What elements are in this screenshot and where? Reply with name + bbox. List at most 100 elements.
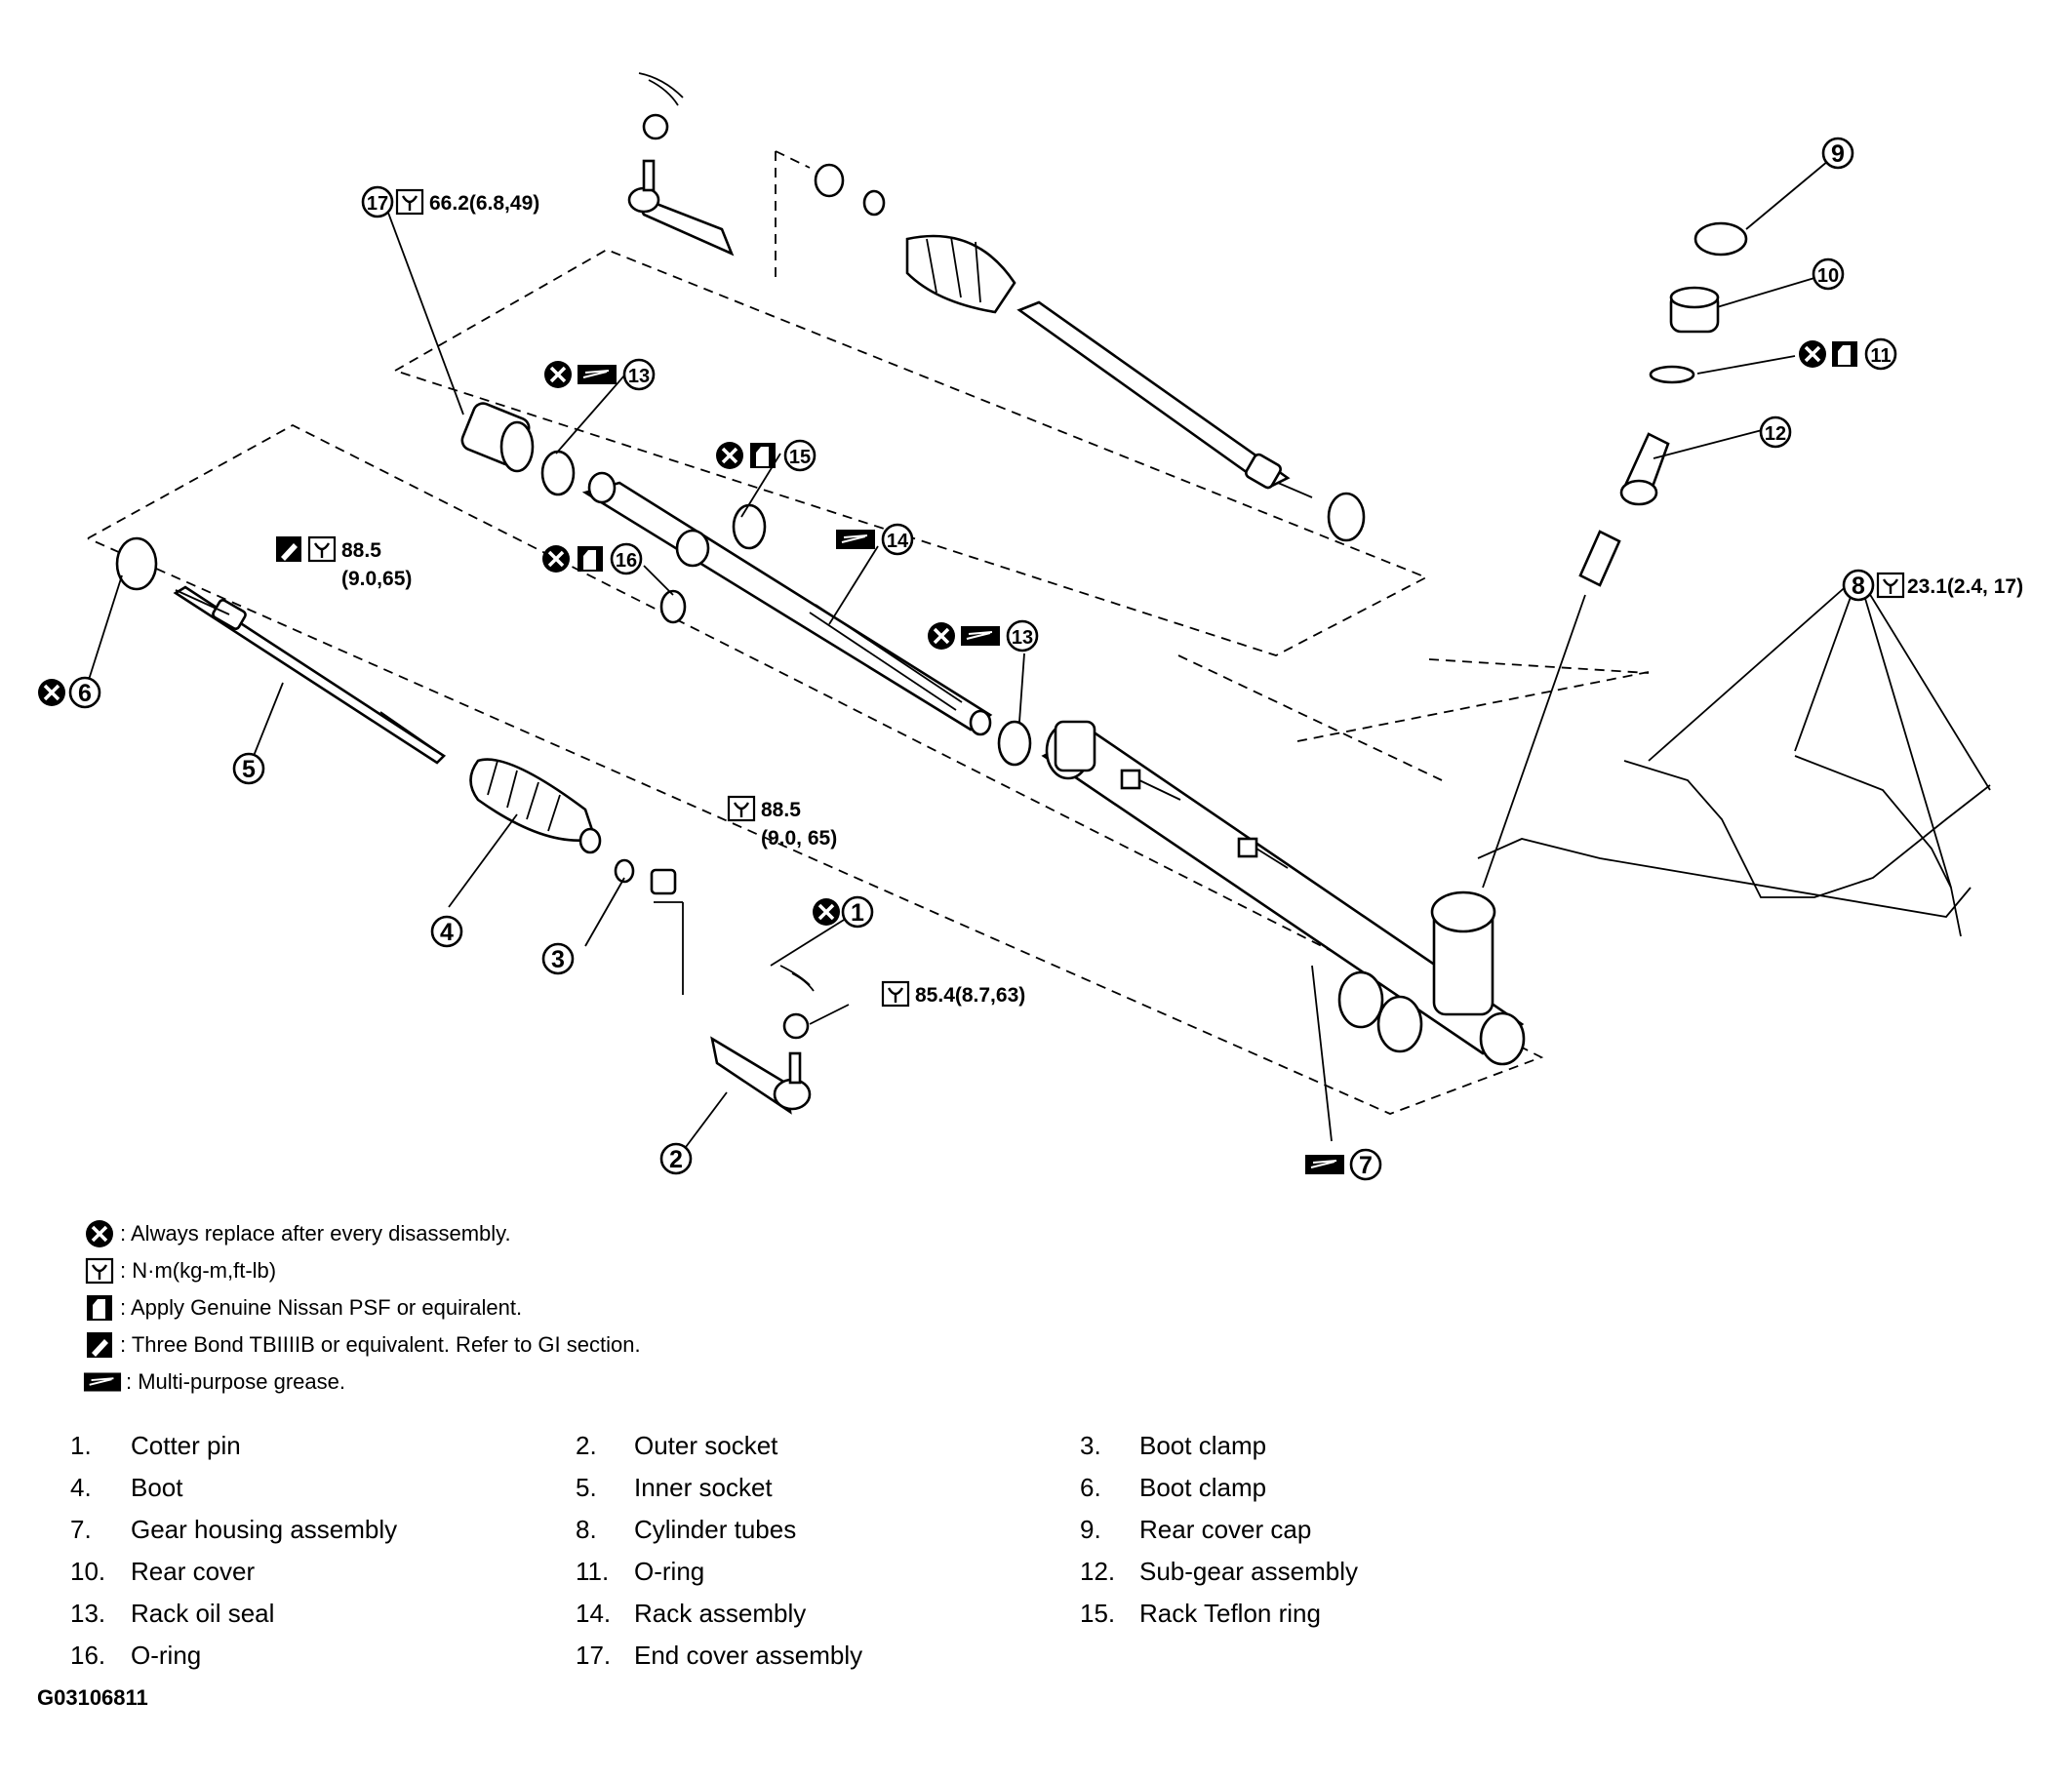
part-num: 1.: [70, 1431, 92, 1460]
svg-text:3: 3: [551, 946, 565, 973]
part-name: O-ring: [634, 1557, 705, 1586]
rack-oil-seal-upper: [540, 450, 576, 496]
part-num: 7.: [70, 1515, 92, 1544]
part-name: O-ring: [131, 1641, 202, 1670]
sealant-tube-icon: [87, 1332, 112, 1358]
part-num: 11.: [576, 1557, 610, 1586]
svg-text:(9.0,65): (9.0,65): [341, 568, 412, 590]
part-num: 14.: [576, 1599, 612, 1628]
sub-gear-assembly: [1578, 432, 1670, 587]
svg-text:9: 9: [1831, 140, 1845, 168]
part-name: Gear housing assembly: [131, 1515, 398, 1544]
callout-17: 17 66.2(6.8,49): [361, 185, 539, 218]
part-num: 17.: [576, 1641, 612, 1670]
rear-cover-cap: [1693, 221, 1748, 257]
cylinder-tube-b: [1794, 755, 1962, 937]
upper-tie-rod: [814, 163, 1366, 542]
callout-4: 4: [430, 915, 463, 948]
callout-9: 9: [1821, 137, 1854, 170]
svg-text:23.1(2.4, 17): 23.1(2.4, 17): [1907, 575, 2023, 598]
part-num: 4.: [70, 1473, 92, 1502]
boot-clamp-3: [614, 858, 635, 884]
cylinder-tube-a: [1623, 760, 1991, 898]
part-name: Rear cover cap: [1139, 1515, 1312, 1544]
callout-12: 12: [1759, 415, 1792, 449]
legend-row-grease: : Multi-purpose grease.: [83, 1367, 345, 1397]
part-num: 8.: [576, 1515, 597, 1544]
gear-housing: [1041, 720, 1526, 1066]
callout-6: 6: [36, 676, 101, 709]
part-name: Boot clamp: [1139, 1431, 1267, 1460]
boot-clamp-6: [115, 536, 158, 591]
svg-text:88.5: 88.5: [761, 799, 801, 821]
svg-text:5: 5: [242, 756, 256, 783]
lower-outer-socket: [710, 965, 815, 1115]
torque-wrench-icon: [85, 1257, 114, 1285]
part-num: 2.: [576, 1431, 597, 1460]
svg-text:88.5: 88.5: [341, 539, 381, 562]
part-num: 13.: [70, 1599, 106, 1628]
svg-text:17: 17: [367, 193, 388, 215]
assembly-outline-lower: [87, 423, 1544, 1115]
assembly-outline-upper: [394, 249, 1429, 656]
svg-text:10: 10: [1817, 265, 1839, 287]
o-ring-11: [1649, 365, 1695, 384]
callout-13-upper: 13: [542, 358, 656, 391]
part-name: Outer socket: [634, 1431, 778, 1460]
callout-16: 16: [540, 542, 643, 575]
callout-13-lower: 13: [926, 619, 1039, 653]
part-name: Cotter pin: [131, 1431, 241, 1460]
svg-text:13: 13: [628, 366, 650, 387]
part-name: Rack oil seal: [131, 1599, 275, 1628]
o-ring-16: [659, 589, 687, 624]
callout-15: 15: [714, 439, 817, 472]
grease-tube-icon: [83, 1371, 122, 1393]
svg-text:6: 6: [78, 680, 92, 707]
legend-row-torque: : N·m(kg-m,ft-lb): [83, 1256, 276, 1286]
part-name: Inner socket: [634, 1473, 773, 1502]
callout-11: 11: [1797, 337, 1897, 371]
inner-socket: [173, 585, 447, 765]
callout-14: 14: [835, 523, 914, 556]
svg-text:7: 7: [1359, 1152, 1373, 1179]
svg-text:15: 15: [789, 447, 811, 468]
part-name: Cylinder tubes: [634, 1515, 797, 1544]
tie-rod-outline: [775, 150, 811, 283]
part-num: 9.: [1080, 1515, 1101, 1544]
part-name: Rack assembly: [634, 1599, 807, 1628]
svg-text:1: 1: [851, 899, 864, 927]
part-name: End cover assembly: [634, 1641, 863, 1670]
rack: [581, 471, 993, 736]
rack-teflon-ring: [732, 503, 767, 550]
part-num: 12.: [1080, 1557, 1116, 1586]
rear-cover: [1669, 286, 1720, 334]
svg-text:14: 14: [887, 531, 909, 552]
svg-text:11: 11: [1870, 345, 1891, 367]
legend-row-psf: : Apply Genuine Nissan PSF or equiralent…: [83, 1293, 522, 1323]
part-name: Sub-gear assembly: [1139, 1557, 1358, 1586]
svg-text:16: 16: [616, 550, 637, 572]
tube-outline: [1177, 654, 1654, 781]
callout-3: 3: [541, 942, 575, 975]
svg-text:66.2(6.8,49): 66.2(6.8,49): [429, 192, 539, 215]
svg-text:85.4(8.7,63): 85.4(8.7,63): [915, 984, 1025, 1007]
rack-oil-seal-lower: [997, 720, 1032, 767]
callout-7: 7: [1304, 1148, 1382, 1181]
part-num: 3.: [1080, 1431, 1101, 1460]
boot: [469, 758, 602, 854]
end-cover: [460, 402, 535, 473]
legend-row-sealant: : Three Bond TBIIIIB or equivalent. Refe…: [83, 1330, 641, 1360]
svg-text:(9.0, 65): (9.0, 65): [761, 827, 837, 850]
svg-text:2: 2: [669, 1146, 683, 1173]
callout-2: 2: [659, 1142, 693, 1175]
torque-outer-socket-nut: 85.4(8.7,63): [881, 980, 1025, 1008]
svg-text:12: 12: [1765, 423, 1786, 445]
callout-10: 10: [1812, 257, 1845, 291]
part-name: Rack Teflon ring: [1139, 1599, 1321, 1628]
part-num: 10.: [70, 1557, 106, 1586]
svg-text:13: 13: [1012, 627, 1033, 649]
replace-x-icon: [84, 1220, 115, 1247]
cylinder-tube-c: [1477, 838, 1972, 918]
